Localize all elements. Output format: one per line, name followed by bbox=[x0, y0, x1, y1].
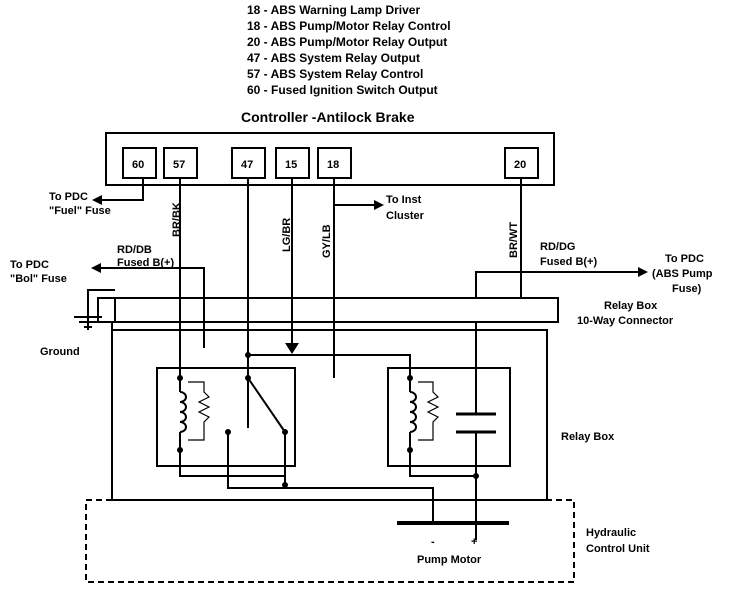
legend-line-6: 60 - Fused Ignition Switch Output bbox=[247, 83, 438, 97]
arrow-bol-fuse bbox=[91, 263, 101, 273]
label-pdc-bol-2: "Bol" Fuse bbox=[10, 273, 67, 285]
label-pdc-abs-1: To PDC bbox=[665, 253, 704, 265]
label-pump-motor: Pump Motor bbox=[417, 554, 482, 566]
diode-icon bbox=[285, 343, 299, 354]
pump-relay-contact-icon bbox=[456, 412, 496, 434]
label-pdc-fuel-2: "Fuel" Fuse bbox=[49, 205, 111, 217]
controller-title: Controller -Antilock Brake bbox=[241, 109, 415, 125]
legend-line-4: 47 - ABS System Relay Output bbox=[247, 51, 420, 65]
legend-line-3: 20 - ABS Pump/Motor Relay Output bbox=[247, 35, 447, 49]
label-inst-cluster-1: To Inst bbox=[386, 194, 422, 206]
junction-switch-bus bbox=[282, 482, 288, 488]
legend-line-2: 18 - ABS Pump/Motor Relay Control bbox=[247, 19, 451, 33]
wire-ground bbox=[87, 289, 115, 330]
pump-motor-bar bbox=[397, 521, 509, 525]
wire-color-18: GY/LB bbox=[321, 224, 333, 258]
wire-rd-dg bbox=[475, 271, 640, 298]
system-relay-coil-icon bbox=[177, 375, 211, 453]
label-pdc-fuel-1: To PDC bbox=[49, 191, 88, 203]
controller-pins: 60 57 47 15 18 20 bbox=[122, 147, 539, 179]
pin-57-label: 57 bbox=[173, 159, 185, 171]
wire-coil-ground bbox=[179, 450, 285, 477]
relay-box-connector-inner bbox=[114, 297, 559, 323]
wire-color-15: LG/BR bbox=[281, 218, 293, 252]
hydraulic-control-unit bbox=[85, 499, 575, 583]
label-rd-db-2: Fused B(+) bbox=[117, 257, 174, 269]
system-relay bbox=[156, 367, 296, 467]
legend-line-1: 18 - ABS Warning Lamp Driver bbox=[247, 3, 420, 17]
label-rd-dg-2: Fused B(+) bbox=[540, 256, 597, 268]
pump-motor-minus: - bbox=[431, 536, 435, 548]
pin-15-label: 15 bbox=[285, 159, 297, 171]
label-pdc-abs-2: (ABS Pump bbox=[652, 268, 713, 280]
junction-diode-bus bbox=[245, 352, 251, 358]
controller-connector bbox=[105, 132, 555, 186]
label-ground: Ground bbox=[40, 346, 80, 358]
pin-47-label: 47 bbox=[241, 159, 253, 171]
wire-relay-switch-out bbox=[227, 432, 434, 524]
label-rd-db-1: RD/DB bbox=[117, 244, 152, 256]
pin-20-label: 20 bbox=[514, 159, 526, 171]
arrow-fuel-fuse bbox=[92, 195, 102, 205]
wire-color-57: BR/BK bbox=[171, 202, 183, 237]
pump-relay-coil-icon bbox=[407, 375, 440, 453]
relay-box-connector bbox=[97, 297, 559, 323]
pin-box-60 bbox=[122, 147, 157, 179]
label-relay-box: Relay Box bbox=[561, 431, 615, 443]
pump-motor-plus: + bbox=[471, 536, 477, 548]
wire-diode-bus bbox=[248, 354, 411, 378]
wire-60-fuel bbox=[100, 178, 144, 201]
pump-motor-relay bbox=[387, 367, 511, 467]
wire-color-20: BR/WT bbox=[508, 222, 520, 258]
arrow-abs-pump-fuse bbox=[638, 267, 648, 277]
label-relay-box-connector-1: Relay Box bbox=[604, 300, 658, 312]
label-hcu-2: Control Unit bbox=[586, 543, 650, 555]
wire-pump-coil bbox=[409, 450, 476, 477]
label-rd-dg-1: RD/DG bbox=[540, 241, 575, 253]
label-inst-cluster-2: Cluster bbox=[386, 210, 425, 222]
legend-line-5: 57 - ABS System Relay Control bbox=[247, 67, 423, 81]
label-hcu-1: Hydraulic bbox=[586, 527, 636, 539]
label-relay-box-connector-2: 10-Way Connector bbox=[577, 315, 674, 327]
relay-box-outline bbox=[111, 322, 548, 501]
system-relay-switch-icon bbox=[225, 375, 288, 435]
pin-legend: 18 - ABS Warning Lamp Driver 18 - ABS Pu… bbox=[247, 3, 451, 97]
label-pdc-abs-3: Fuse) bbox=[672, 283, 702, 295]
label-pdc-bol-1: To PDC bbox=[10, 259, 49, 271]
pin-18-label: 18 bbox=[327, 159, 339, 171]
arrow-inst-cluster bbox=[374, 200, 384, 210]
pin-60-label: 60 bbox=[132, 159, 144, 171]
